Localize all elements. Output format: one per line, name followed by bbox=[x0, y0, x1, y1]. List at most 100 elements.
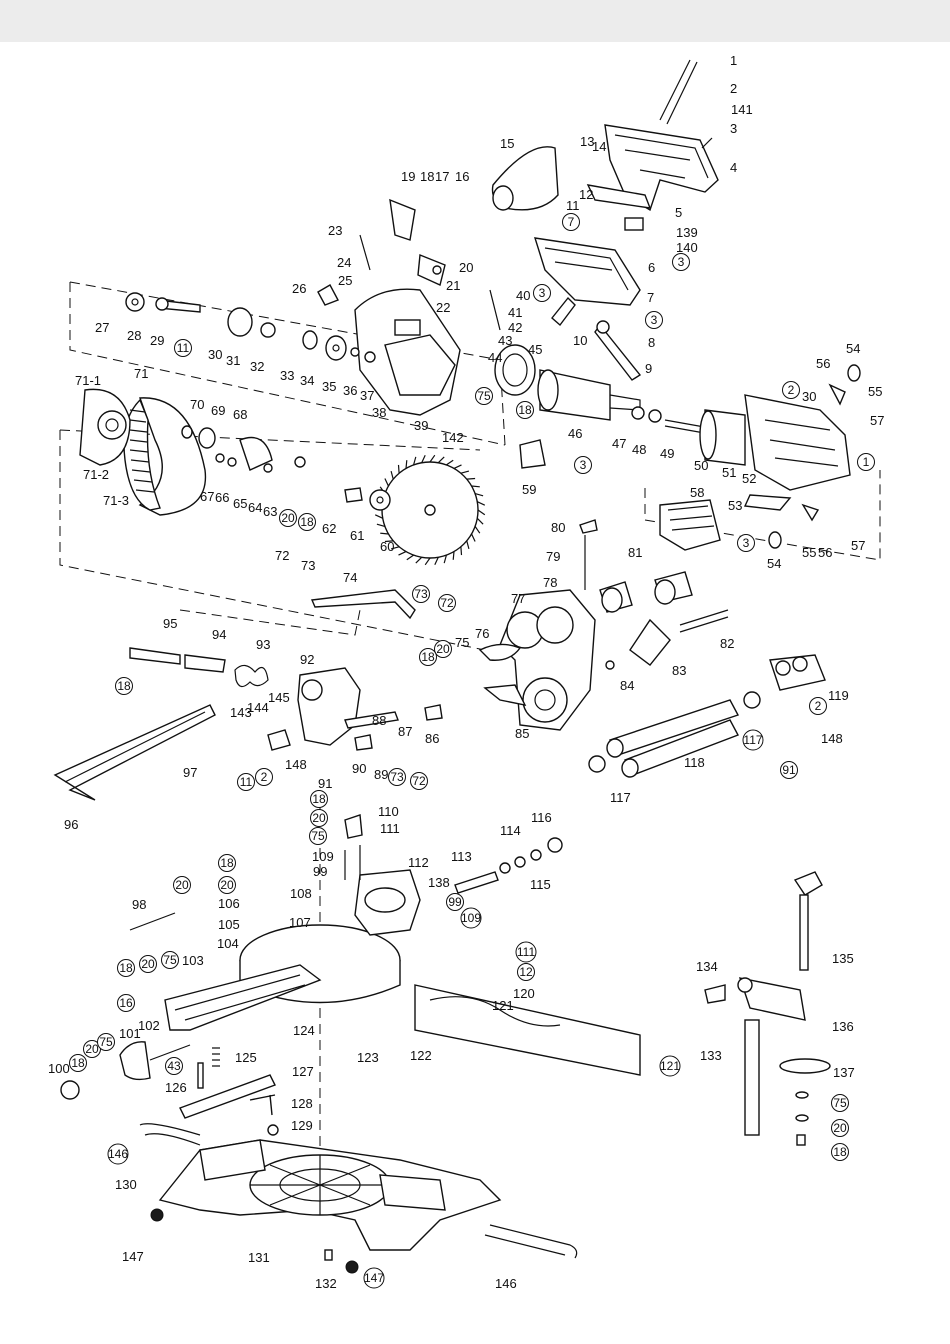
part-number-label: 2 bbox=[730, 81, 737, 96]
part-number-label: 119 bbox=[828, 688, 849, 703]
part-number-label: 72 bbox=[412, 774, 426, 788]
part-number-label: 54 bbox=[846, 341, 860, 356]
part-number-label: 20 bbox=[459, 260, 473, 275]
part-number-label: 25 bbox=[338, 273, 352, 288]
part-number-label: 81 bbox=[628, 545, 642, 560]
part-number-label: 41 bbox=[508, 305, 522, 320]
part-number-label: 126 bbox=[165, 1080, 187, 1095]
part-number-label: 74 bbox=[343, 570, 357, 585]
part-number-label: 42 bbox=[508, 320, 522, 335]
part-number-label: 71-3 bbox=[103, 493, 129, 508]
part-number-label: 7 bbox=[568, 215, 575, 229]
part-label-circle bbox=[174, 339, 192, 357]
part-number-label: 56 bbox=[816, 356, 830, 371]
part-label-circle bbox=[363, 1267, 385, 1289]
part-number-label: 18 bbox=[220, 856, 234, 870]
part-number-label: 135 bbox=[832, 951, 854, 966]
part-label-circle bbox=[742, 729, 764, 751]
part-number-label: 51 bbox=[722, 465, 736, 480]
part-number-label: 18 bbox=[300, 515, 314, 529]
part-number-label: 144 bbox=[247, 700, 269, 715]
part-number-label: 73 bbox=[301, 558, 315, 573]
part-number-label: 142 bbox=[442, 430, 464, 445]
part-label-circle bbox=[672, 253, 690, 271]
part-number-label: 55 bbox=[868, 384, 882, 399]
part-number-label: 80 bbox=[551, 520, 565, 535]
part-number-label: 99 bbox=[313, 864, 327, 879]
part-label-circle bbox=[574, 456, 592, 474]
part-label-circle bbox=[161, 951, 179, 969]
part-number-label: 3 bbox=[539, 286, 546, 300]
part-number-label: 120 bbox=[513, 986, 535, 1001]
part-number-label: 44 bbox=[488, 350, 502, 365]
part-number-label: 115 bbox=[530, 877, 551, 892]
part-label-circle bbox=[517, 963, 535, 981]
part-number-label: 36 bbox=[343, 383, 357, 398]
part-number-label: 129 bbox=[291, 1118, 313, 1133]
part-number-label: 121 bbox=[492, 998, 514, 1013]
part-number-label: 100 bbox=[48, 1061, 70, 1076]
part-number-label: 18 bbox=[71, 1056, 85, 1070]
part-label-circle bbox=[645, 311, 663, 329]
part-number-label: 5 bbox=[675, 205, 682, 220]
slide-rails bbox=[53, 647, 826, 801]
part-number-label: 75 bbox=[833, 1096, 847, 1110]
part-number-label: 75 bbox=[163, 953, 177, 967]
part-number-label: 3 bbox=[580, 458, 587, 472]
part-number-label: 109 bbox=[312, 849, 334, 864]
part-number-label: 45 bbox=[528, 342, 542, 357]
part-number-label: 57 bbox=[870, 413, 884, 428]
part-number-label: 9 bbox=[645, 361, 652, 376]
part-number-label: 113 bbox=[451, 849, 472, 864]
part-number-label: 12 bbox=[519, 965, 533, 979]
part-label-circle bbox=[298, 513, 316, 531]
part-number-label: 94 bbox=[212, 627, 226, 642]
part-label-circle bbox=[237, 773, 255, 791]
part-number-label: 91 bbox=[782, 763, 796, 777]
part-label-circle bbox=[737, 534, 755, 552]
part-number-label: 98 bbox=[132, 897, 146, 912]
part-number-label: 96 bbox=[64, 817, 78, 832]
part-number-label: 33 bbox=[280, 368, 294, 383]
part-label-circle bbox=[310, 790, 328, 808]
part-number-label: 75 bbox=[477, 389, 491, 403]
part-number-label: 75 bbox=[99, 1035, 113, 1049]
part-number-label: 71-2 bbox=[83, 467, 109, 482]
part-number-label: 10 bbox=[573, 333, 587, 348]
part-number-label: 20 bbox=[220, 878, 234, 892]
part-number-label: 3 bbox=[678, 255, 685, 269]
saw-blade bbox=[344, 454, 486, 566]
part-number-label: 125 bbox=[235, 1050, 257, 1065]
part-number-label: 20 bbox=[85, 1042, 99, 1056]
part-number-label: 132 bbox=[315, 1276, 337, 1291]
part-number-label: 114 bbox=[500, 823, 521, 838]
part-number-label: 61 bbox=[350, 528, 364, 543]
part-number-label: 26 bbox=[292, 281, 306, 296]
part-number-label: 117 bbox=[610, 790, 631, 805]
part-label-circle bbox=[117, 994, 135, 1012]
part-number-label: 23 bbox=[328, 223, 342, 238]
part-label-circle bbox=[388, 768, 406, 786]
hold-down-clamp bbox=[704, 871, 831, 1146]
part-number-label: 3 bbox=[730, 121, 737, 136]
part-number-label: 118 bbox=[684, 755, 705, 770]
part-number-label: 141 bbox=[731, 102, 753, 117]
part-number-label: 86 bbox=[425, 731, 439, 746]
part-number-label: 137 bbox=[833, 1065, 855, 1080]
part-number-label: 140 bbox=[676, 240, 698, 255]
part-number-label: 143 bbox=[230, 705, 252, 720]
part-number-label: 2 bbox=[815, 699, 822, 713]
part-number-label: 138 bbox=[428, 875, 450, 890]
part-number-label: 87 bbox=[398, 724, 412, 739]
part-number-label: 32 bbox=[250, 359, 264, 374]
part-label-circle bbox=[139, 955, 157, 973]
part-number-label: 43 bbox=[498, 333, 512, 348]
part-label-circle bbox=[309, 827, 327, 845]
part-number-label: 65 bbox=[233, 496, 247, 511]
part-label-circle bbox=[173, 876, 191, 894]
part-number-label: 107 bbox=[289, 915, 311, 930]
part-label-circle bbox=[475, 387, 493, 405]
part-label-circle bbox=[279, 509, 297, 527]
part-number-label: 116 bbox=[531, 810, 552, 825]
